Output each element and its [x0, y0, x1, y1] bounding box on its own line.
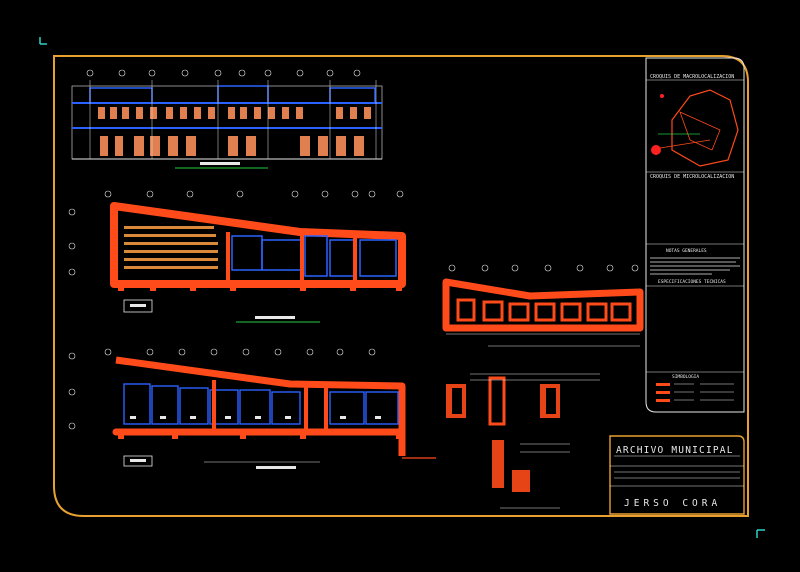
notes-title: NOTAS GENERALES	[666, 248, 707, 254]
section-plan-right	[442, 264, 644, 347]
top-left-corner-mark	[39, 37, 47, 45]
title-block: ARCHIVO MUNICIPAL JERSO CORA	[609, 435, 745, 515]
ground-floor-plan	[68, 190, 406, 323]
construction-details	[446, 373, 600, 509]
symbols-title: SIMBOLOGIA	[672, 374, 699, 380]
location-map	[651, 89, 739, 167]
project-title: ARCHIVO MUNICIPAL	[616, 445, 734, 456]
location-map-title: CROQUIS DE MACROLOCALIZACION	[650, 74, 734, 80]
front-elevation	[71, 69, 383, 169]
upper-floor-plan	[68, 348, 436, 469]
bottom-right-corner-mark	[756, 529, 765, 538]
notes-text-lines	[650, 257, 740, 275]
author-name: JERSO CORA	[624, 498, 721, 509]
specs-title: ESPECIFICACIONES TECNICAS	[658, 279, 726, 285]
symbols-legend	[656, 383, 734, 402]
micro-map-title: CROQUIS DE MICROLOCALIZACION	[650, 174, 734, 180]
side-info-panel: CROQUIS DE MACROLOCALIZACION CROQUIS DE …	[645, 57, 745, 413]
